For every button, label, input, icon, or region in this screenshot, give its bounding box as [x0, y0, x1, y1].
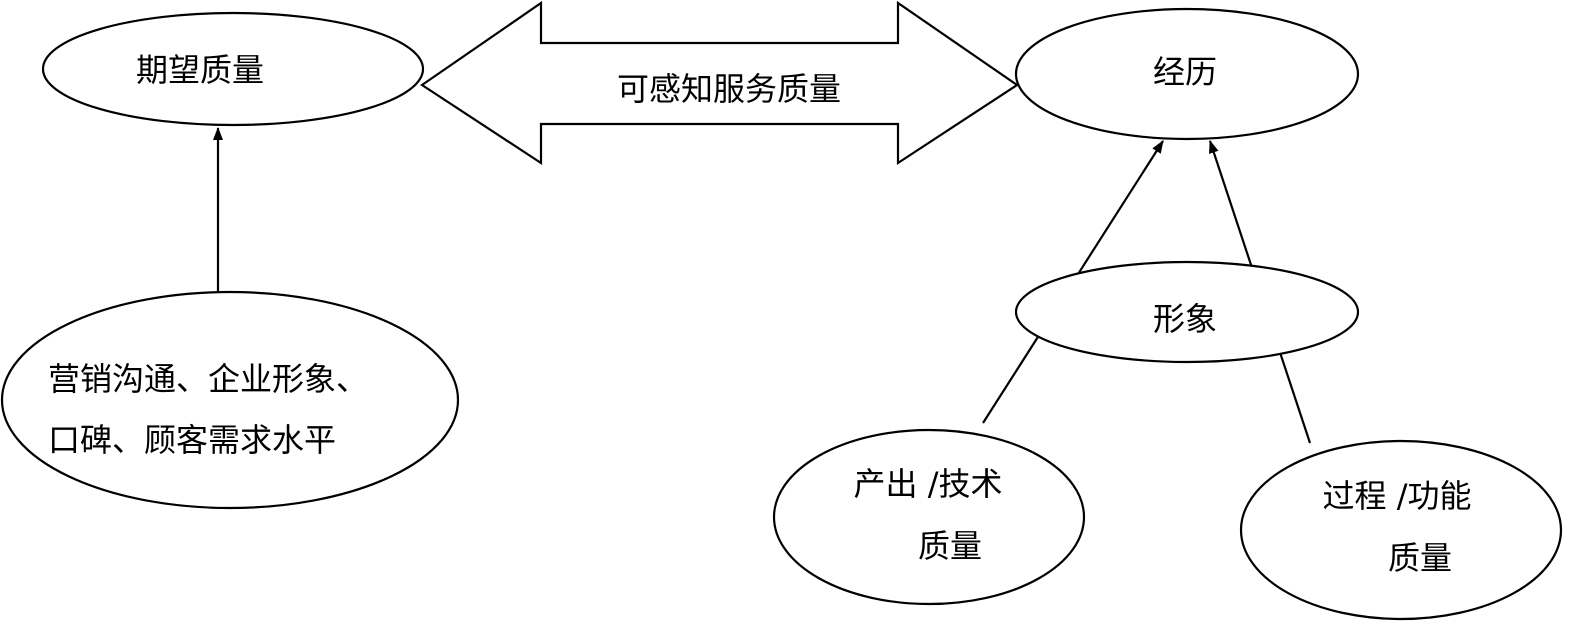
perceived-quality-double-arrow [420, 0, 1019, 166]
experience-ellipse [1014, 7, 1360, 141]
marketing-factors-line2: 口碑、顾客需求水平 [48, 421, 336, 459]
experience-node: 经历 [1014, 7, 1360, 141]
functional-quality-ellipse [1239, 439, 1563, 621]
perceived-quality-label: 可感知服务质量 [617, 70, 841, 108]
expected-quality-ellipse [41, 11, 425, 127]
experience-label: 经历 [1153, 53, 1217, 91]
expected-quality-label: 期望质量 [136, 51, 264, 89]
technical-quality-ellipse [772, 428, 1086, 606]
image-label: 形象 [1153, 300, 1217, 338]
marketing-factors-node: 营销沟通、企业形象、 口碑、顾客需求水平 [0, 290, 460, 510]
marketing-factors-ellipse [0, 290, 460, 510]
functional-quality-line1: 过程 /功能 [1323, 477, 1472, 515]
image-ellipse [1014, 260, 1360, 364]
functional-quality-node: 过程 /功能 质量 [1239, 439, 1563, 621]
image-node: 形象 [1014, 260, 1360, 364]
functional-quality-line2: 质量 [1388, 539, 1452, 577]
technical-quality-node: 产出 /技术 质量 [772, 428, 1086, 606]
marketing-factors-line1: 营销沟通、企业形象、 [48, 360, 368, 398]
expected-quality-node: 期望质量 [41, 11, 425, 127]
technical-quality-line1: 产出 /技术 [854, 465, 1003, 503]
technical-quality-line2: 质量 [918, 527, 982, 565]
